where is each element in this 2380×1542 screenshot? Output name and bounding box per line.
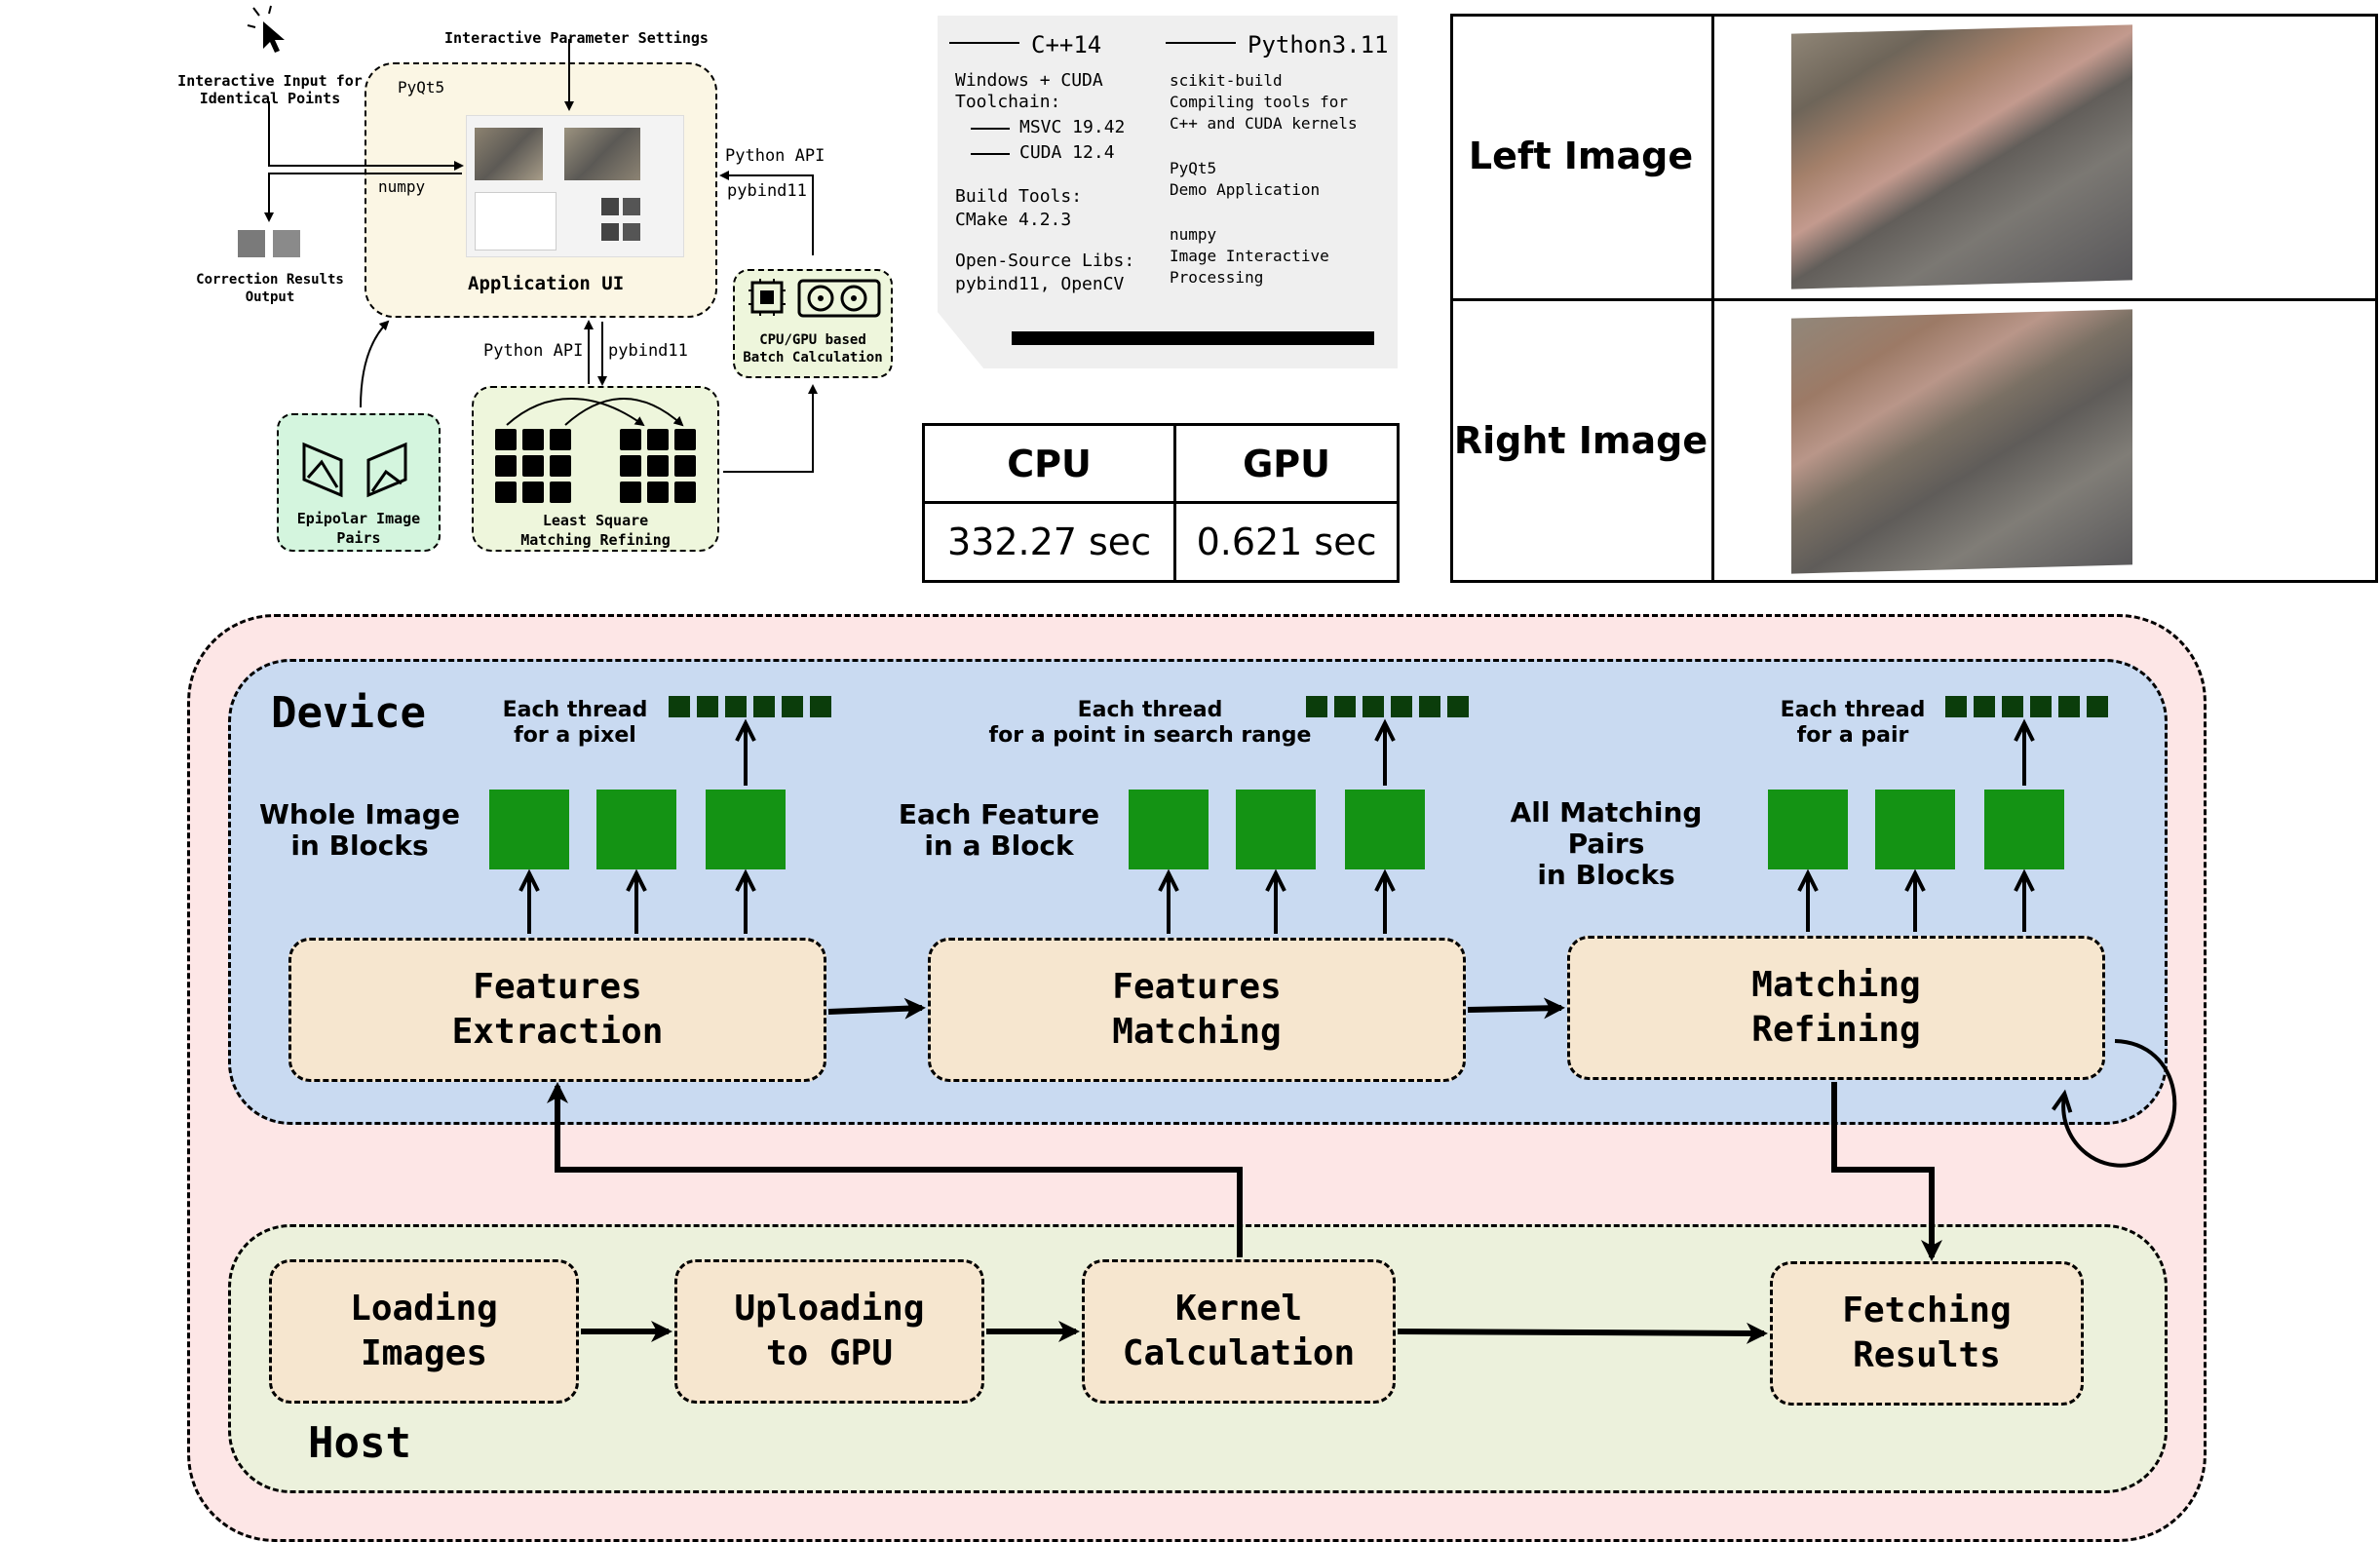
stereo-images-table xyxy=(1450,14,2378,583)
gpu-time-cell: 0.621 sec xyxy=(1173,501,1400,583)
thread-square xyxy=(2002,696,2023,717)
least-square-matching-label: Least Square Matching Refining xyxy=(520,512,671,549)
thread-square xyxy=(1334,696,1356,717)
right-aerial-image xyxy=(1791,309,2132,574)
msvc-version-text: MSVC 19.42 xyxy=(1019,117,1126,137)
gpu-block xyxy=(706,790,786,869)
left-image-label: Left Image xyxy=(1468,135,1694,177)
thread-square xyxy=(697,696,718,717)
pybind11-mid-label: pybind11 xyxy=(608,341,688,361)
thread-row xyxy=(1945,696,2111,717)
application-ui-label: Application UI xyxy=(468,273,625,294)
epipolar-image-pairs-box xyxy=(277,413,441,552)
gpu-block xyxy=(1345,790,1425,869)
pyqt5-label: PyQt5 xyxy=(398,78,445,96)
pyqt5-demo-text: PyQt5 Demo Application xyxy=(1170,159,1321,199)
correction-results-label: Correction Results Output xyxy=(196,272,344,305)
interactive-input-label: Interactive Input for Identical Points xyxy=(177,72,363,107)
build-tools-text: Build Tools: CMake 4.2.3 xyxy=(955,186,1083,230)
result-patch xyxy=(601,198,619,215)
thread-row xyxy=(669,696,834,717)
windows-toolchain-text: Windows + CUDA Toolchain: xyxy=(955,70,1103,112)
cuda-version-text: CUDA 12.4 xyxy=(1019,142,1115,163)
thread-square xyxy=(2087,696,2108,717)
thread-square xyxy=(1447,696,1469,717)
thread-square xyxy=(2030,696,2052,717)
correction-thumbnail xyxy=(238,230,265,257)
thread-per-search-point-label: Each thread for a point in search range xyxy=(988,698,1312,748)
python-api-right-label: Python API xyxy=(725,146,825,166)
kernel-calculation-stage: Kernel Calculation xyxy=(1082,1259,1396,1404)
settings-panel xyxy=(475,192,557,251)
thread-square xyxy=(782,696,803,717)
gpu-block xyxy=(596,790,676,869)
interactive-param-label: Interactive Parameter Settings xyxy=(444,29,709,47)
loading-images-stage: Loading Images xyxy=(269,1259,579,1404)
gpu-block xyxy=(1875,790,1955,869)
result-patch xyxy=(623,223,640,241)
whole-image-blocks-label: Whole Image in Blocks xyxy=(259,798,460,862)
result-patch xyxy=(601,223,619,241)
host-title: Host xyxy=(308,1418,411,1468)
correction-thumbnail xyxy=(273,230,300,257)
gpu-block xyxy=(1236,790,1316,869)
each-feature-block-label: Each Feature in a Block xyxy=(898,798,1100,862)
cpu-gpu-batch-label: CPU/GPU based Batch Calculation xyxy=(743,332,883,366)
thread-square xyxy=(1974,696,1995,717)
scikit-build-text: scikit-build Compiling tools for C++ and… xyxy=(1170,71,1358,133)
python-version-header: Python3.11 xyxy=(1248,31,1389,58)
thread-square xyxy=(669,696,690,717)
cpu-time-cell: 332.27 sec xyxy=(921,501,1177,583)
matching-refining-stage: Matching Refining xyxy=(1567,936,2105,1080)
cursor-click-icon xyxy=(247,5,285,53)
thread-square xyxy=(1363,696,1384,717)
thread-square xyxy=(1945,696,1967,717)
thread-square xyxy=(725,696,747,717)
thread-per-pixel-label: Each thread for a pixel xyxy=(502,698,648,748)
right-image-label: Right Image xyxy=(1453,419,1708,462)
features-extraction-stage: Features Extraction xyxy=(288,938,826,1082)
left-preview-thumbnail xyxy=(475,128,543,180)
thread-per-pair-label: Each thread for a pair xyxy=(1780,698,1926,748)
device-title: Device xyxy=(271,688,426,738)
gpu-block xyxy=(1768,790,1848,869)
app-ui-screenshot xyxy=(466,115,684,257)
cpp-version-header: C++14 xyxy=(1031,31,1102,58)
cpu-header-cell: CPU xyxy=(921,423,1177,504)
gpu-block xyxy=(1129,790,1209,869)
all-pairs-blocks-label: All Matching Pairs in Blocks xyxy=(1510,796,1703,891)
epipolar-image-pairs-label: Epipolar Image Pairs xyxy=(296,510,421,547)
gpu-block xyxy=(1984,790,2064,869)
thread-square xyxy=(1306,696,1327,717)
gpu-block xyxy=(489,790,569,869)
features-matching-stage: Features Matching xyxy=(928,938,1466,1082)
numpy-processing-text: numpy Image Interactive Processing xyxy=(1170,225,1329,287)
right-preview-thumbnail xyxy=(564,128,640,180)
uploading-to-gpu-stage: Uploading to GPU xyxy=(674,1259,984,1404)
open-source-libs-text: Open-Source Libs: pybind11, OpenCV xyxy=(955,251,1135,294)
thread-square xyxy=(1391,696,1412,717)
images-table-horizontal-divider xyxy=(1453,298,2375,301)
env-card-bar xyxy=(1012,331,1374,345)
python-api-mid-label: Python API xyxy=(483,341,584,361)
thread-row xyxy=(1306,696,1472,717)
result-patch xyxy=(623,198,640,215)
gpu-header-cell: GPU xyxy=(1173,423,1400,504)
thread-square xyxy=(2058,696,2080,717)
numpy-label: numpy xyxy=(378,177,426,196)
thread-square xyxy=(810,696,831,717)
left-aerial-image xyxy=(1791,24,2132,289)
fetching-results-stage: Fetching Results xyxy=(1770,1261,2084,1406)
environment-card xyxy=(938,16,1398,368)
thread-square xyxy=(753,696,775,717)
performance-table: CPU GPU 332.27 sec 0.621 sec xyxy=(921,423,1400,583)
pybind11-right-label: pybind11 xyxy=(727,181,807,201)
thread-square xyxy=(1419,696,1440,717)
